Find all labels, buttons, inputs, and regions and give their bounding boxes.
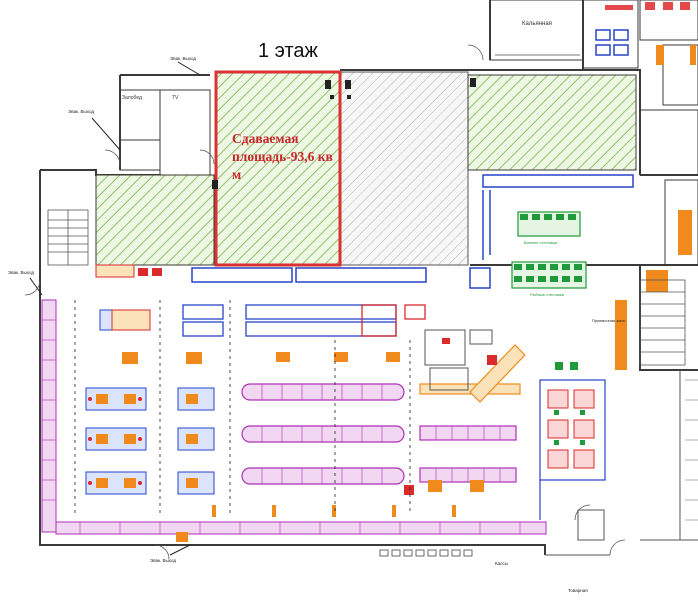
green-area-left [95,174,215,266]
top-right-blue-rooms [595,29,629,56]
top-shelf-row-red [95,264,162,278]
wc-fixtures [212,78,476,189]
vinnye-label: Винные стеллажи [524,240,557,245]
exit-left-label: Эвак. Выход [68,109,94,114]
gray-area-center [339,71,469,266]
top-right-orange [656,45,696,65]
kassy-label: Кассы [495,561,508,566]
rental-line-3: м [232,167,242,182]
right-center-blocks [424,329,493,391]
top-left-rooms [119,89,211,176]
rybnye-label: Рыбные стеллажи [530,292,564,297]
perimeter-shelf-left-ticks [42,319,521,534]
right-blue-equipment [482,174,634,260]
green-area-right [467,74,637,171]
exit-bottom-label: Эвак. Выход [150,558,176,563]
kalyannaya-label: Кальянная [522,21,552,27]
stairs-left [47,209,89,266]
kalyannaya-room: Кальянная [522,21,552,27]
exit-top-label: Эвак. Выход [170,56,196,61]
top-right-tiles [605,2,690,10]
right-stairs [639,279,686,366]
right-center-red [442,338,497,365]
perimeter-shelf-left [41,299,547,535]
entrance-steps [685,379,698,521]
checkout-frame [539,379,606,520]
left-island-red-dots [88,397,142,485]
tv-label: TV [172,95,179,101]
exit-markers [29,61,201,556]
top-right-rooms [489,0,698,266]
zaloshobed-label: Залобед [122,95,142,101]
rental-line-1: Сдаваемая [232,131,299,146]
right-orange-shelves [615,210,692,370]
bottom-small-items [379,549,473,557]
center-orange-items [176,352,484,542]
top-shelf-row [191,267,491,289]
center-top-racks-red [361,304,426,337]
left-island-items [96,352,202,488]
green-rack-cells [514,214,582,282]
floor-title: 1 этаж [258,40,318,62]
center-gondolas [241,383,521,485]
rental-area-label: Сдаваемая площадь-93,6 кв м [232,130,342,184]
entrance-area [545,370,698,556]
priemnaya-label: Приемочная зона [592,318,625,323]
rental-area[interactable] [214,70,342,267]
exit-left2-label: Эвак. Выход [8,270,34,275]
center-gondola-dividers [261,384,501,484]
checkout-lanes [547,389,595,469]
rental-line-2: площадь-93,6 кв [232,149,333,164]
center-top-racks [182,304,397,337]
tovarnaya-label: Товарная [568,588,588,593]
door-arcs [24,44,626,560]
checkout-green [554,362,585,445]
diagonal-display [469,344,526,403]
aisle-markers [74,300,411,515]
